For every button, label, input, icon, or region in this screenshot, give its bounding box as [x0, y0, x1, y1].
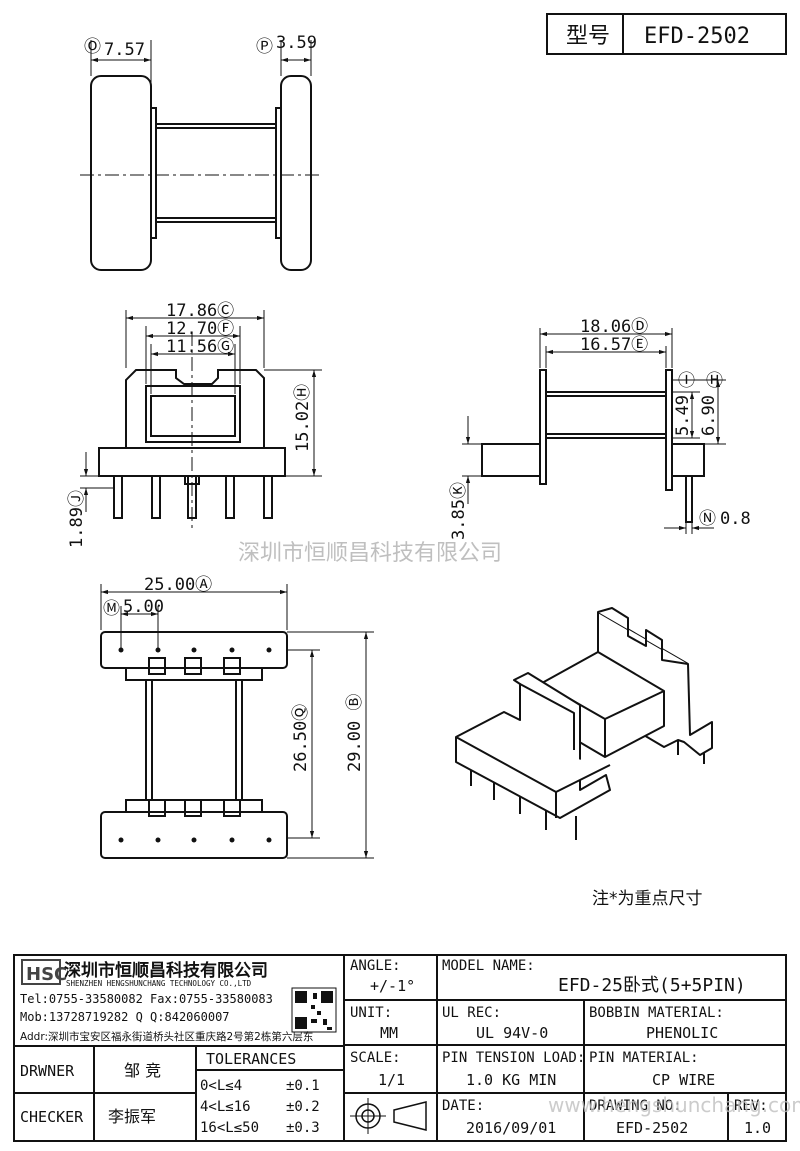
dim-p-value: 3.59: [276, 33, 317, 53]
unit-label: UNIT:: [350, 1005, 392, 1021]
dim-g: 11.56Ⓖ: [166, 337, 234, 357]
dim-c: 17.86Ⓒ: [166, 301, 234, 321]
dim-h: 15.02Ⓗ: [293, 384, 313, 452]
model-box: 型号 EFD-2502: [546, 13, 787, 55]
scale-label: SCALE:: [350, 1050, 401, 1066]
date-label: DATE:: [442, 1098, 484, 1114]
note: 注*为重点尺寸: [592, 889, 703, 909]
date-value: 2016/09/01: [466, 1119, 556, 1137]
bobbin-label: BOBBIN MATERIAL:: [589, 1005, 724, 1021]
checker-value: 李振军: [108, 1107, 156, 1126]
tolerances-label: TOLERANCES: [206, 1050, 296, 1068]
bottom-view: [100, 584, 374, 859]
company-tel: Tel:0755-33580082 Fax:0755-33580083: [20, 992, 273, 1006]
tol-value-3: ±0.3: [286, 1120, 320, 1136]
angle-value: +/-1°: [370, 977, 415, 995]
tol-value-2: ±0.2: [286, 1099, 320, 1115]
company-name-en: SHENZHEN HENGSHUNCHANG TECHNOLOGY CO.,LT…: [66, 979, 252, 988]
dim-o-value: 7.57: [104, 40, 145, 60]
drwner-label: DRWNER: [20, 1062, 75, 1080]
watermark: 深圳市恒顺昌科技有限公司: [238, 541, 502, 566]
url-watermark: www.hengshunchang.com: [548, 1093, 800, 1117]
iso-pins: [470, 740, 705, 840]
top-view: [80, 40, 320, 271]
dim-h2-value: 6.90: [699, 395, 719, 436]
tol-range-2: 4<L≤16: [200, 1099, 251, 1115]
dim-e: 16.57Ⓔ: [580, 335, 648, 355]
dim-p-label: Ⓟ: [256, 37, 273, 57]
pin-tension-label: PIN TENSION LOAD:: [442, 1050, 585, 1066]
drwner-value: 邹 竞: [124, 1061, 161, 1080]
rev-label: REV:: [734, 1098, 768, 1114]
svg-text:HSC: HSC: [26, 964, 67, 985]
model-label: 型号: [566, 24, 610, 49]
model-name-value: EFD-25卧式(5+5PIN): [558, 975, 746, 996]
dim-f: 12.70Ⓕ: [166, 319, 234, 339]
dim-m-value: 5.00: [123, 597, 164, 617]
model-name-label: MODEL NAME:: [442, 958, 535, 974]
isometric-view: [455, 607, 713, 819]
company-name-cn: 深圳市恒顺昌科技有限公司: [64, 960, 268, 981]
dim-h2-label: Ⓗ: [706, 371, 723, 391]
dim-n-label: Ⓝ: [699, 509, 716, 529]
dim-b: 29.00 Ⓑ: [345, 694, 365, 772]
company-addr: Addr:深圳市宝安区福永街道桥头社区重庆路2号第2栋第六层东: [20, 1030, 313, 1043]
unit-value: MM: [380, 1024, 398, 1042]
company-logo: HSC: [21, 959, 67, 985]
pin-holes: [118, 647, 272, 843]
drawing-no-value: EFD-2502: [616, 1119, 688, 1137]
pin-material-label: PIN MATERIAL:: [589, 1050, 699, 1066]
scale-value: 1/1: [378, 1071, 405, 1089]
tol-range-3: 16<L≤50: [200, 1120, 259, 1136]
checker-label: CHECKER: [20, 1108, 84, 1126]
dim-m-label: Ⓜ: [103, 599, 120, 619]
title-block: [13, 954, 787, 1142]
pin-tension-value: 1.0 KG MIN: [466, 1071, 556, 1089]
dim-o-label: Ⓞ: [84, 37, 101, 57]
dim-n-value: 0.8: [720, 509, 751, 529]
drawing-no-label: DRAWING NO:: [589, 1098, 682, 1114]
dim-k: 3.85Ⓚ: [449, 482, 469, 540]
dim-j: 1.89Ⓙ: [67, 490, 87, 548]
tol-value-1: ±0.1: [286, 1078, 320, 1094]
bobbin-value: PHENOLIC: [646, 1024, 718, 1042]
rev-value: 1.0: [744, 1119, 771, 1137]
dim-a: 25.00Ⓐ: [144, 575, 212, 595]
ul-rec-label: UL REC:: [442, 1005, 501, 1021]
dim-i-label: Ⓘ: [678, 371, 695, 391]
qr-code: [291, 987, 337, 1033]
company-mob: Mob:13728719282 Q Q:842060007: [20, 1010, 230, 1024]
front-view: [80, 310, 322, 530]
tol-range-1: 0<L≤4: [200, 1078, 242, 1094]
pin-material-value: CP WIRE: [652, 1071, 715, 1089]
dim-i-value: 5.49: [673, 395, 693, 436]
ul-rec-value: UL 94V-0: [476, 1024, 548, 1042]
angle-label: ANGLE:: [350, 958, 401, 974]
dim-d: 18.06Ⓓ: [580, 317, 648, 337]
dim-q: 26.50Ⓠ: [291, 704, 311, 772]
side-view: [462, 328, 726, 534]
model-value: EFD-2502: [644, 24, 750, 49]
